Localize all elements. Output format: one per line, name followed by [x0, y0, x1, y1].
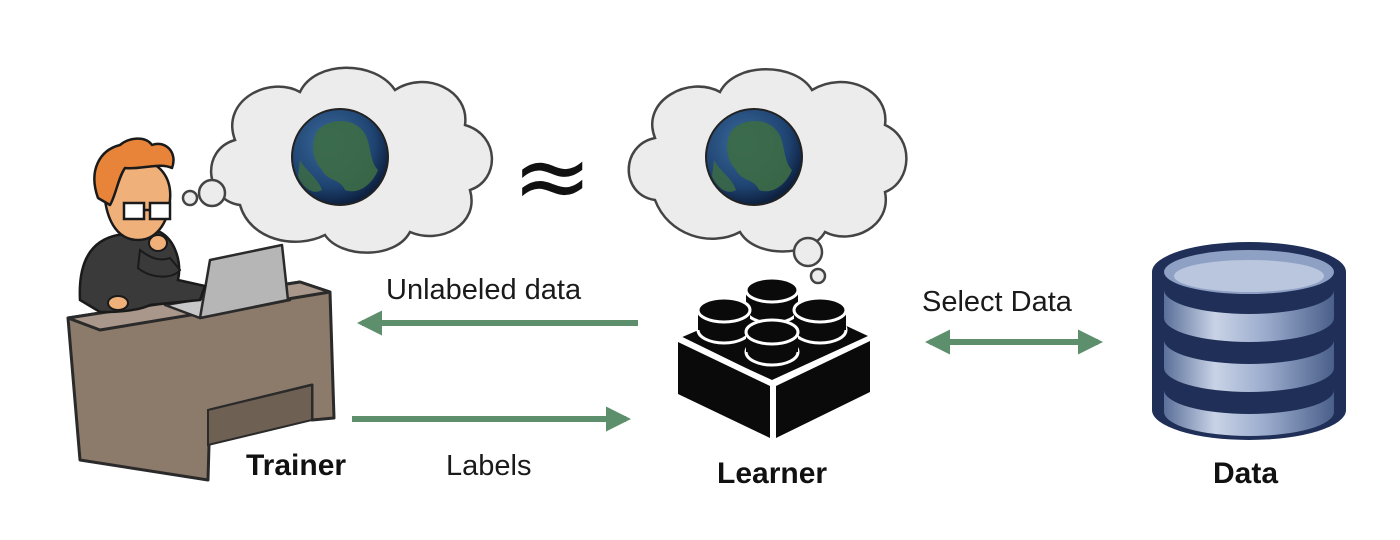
trainer-label: Trainer — [246, 449, 347, 482]
learner-globe-icon — [705, 108, 803, 206]
labels-label: Labels — [446, 450, 532, 482]
unlabeled-data-label: Unlabeled data — [386, 274, 582, 306]
lego-brick-icon — [678, 276, 871, 440]
learner-label: Learner — [717, 457, 828, 490]
database-icon — [1152, 242, 1346, 440]
approx-symbol: ≈ — [512, 120, 593, 232]
select-data-label: Select Data — [922, 286, 1072, 318]
trainer-person-icon — [66, 137, 336, 482]
trainer-globe-icon — [291, 108, 389, 206]
data-label: Data — [1213, 457, 1279, 490]
